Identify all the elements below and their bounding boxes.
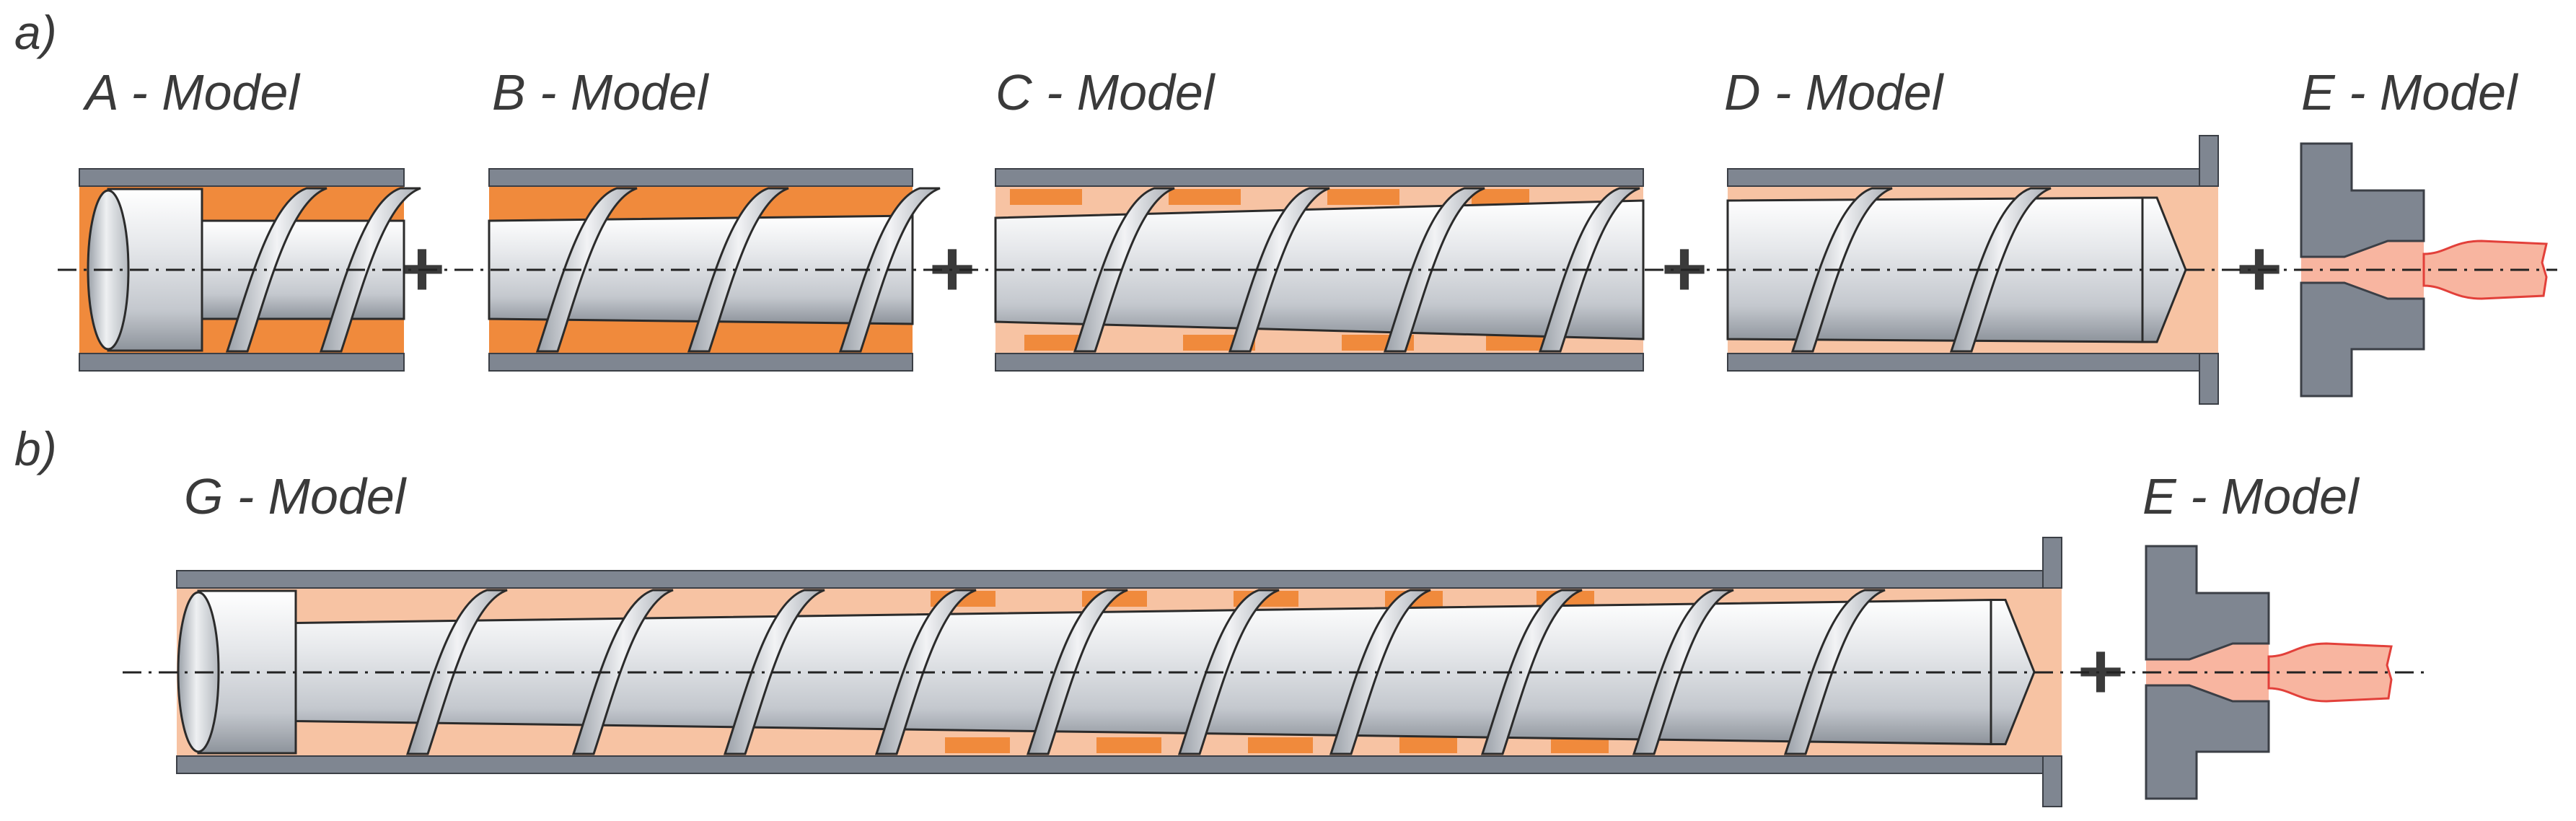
segment-c-compression-zone [994, 168, 1645, 372]
die-plate-top [2300, 142, 2425, 258]
model-title-c: C - Model [995, 64, 1216, 120]
screw-flight [1073, 187, 1175, 353]
barrel-wall-top [488, 168, 913, 187]
solid-bed-block [945, 737, 1010, 753]
screw-flight [319, 187, 421, 353]
die-plate-bottom [2300, 281, 2425, 398]
screw-flight [838, 187, 941, 353]
barrel-wall-bottom [1727, 353, 2219, 372]
model-title-b: B - Model [492, 64, 710, 120]
screw-flight [1783, 589, 1886, 755]
barrel-flange-bottom [2042, 755, 2062, 807]
barrel-wall-bottom [79, 353, 405, 372]
screw-flight [874, 589, 977, 755]
die-plate-bottom [2145, 684, 2270, 800]
screw-flight [1480, 589, 1583, 755]
screw-flight [225, 187, 328, 353]
solid-bed-block [1010, 189, 1082, 205]
solid-bed-block [1486, 335, 1544, 351]
barrel-wall-bottom [995, 353, 1644, 372]
screw-flight [1790, 187, 1893, 353]
barrel-flange-top [2042, 537, 2062, 589]
model-title-d: D - Model [1724, 64, 1945, 120]
solid-bed-block [1327, 189, 1399, 205]
screw-flight [1383, 187, 1485, 353]
barrel-wall-top [176, 570, 2062, 589]
screw-flight [571, 589, 674, 755]
screw-root [994, 199, 1645, 341]
screw-flight [723, 589, 825, 755]
solid-bed-block [1096, 737, 1161, 753]
panel-label-b: b) [14, 422, 57, 475]
screw-flight [1228, 187, 1330, 353]
screw-flight [1177, 589, 1280, 755]
segment-e-die-row-a [2300, 142, 2548, 398]
screw-flight [405, 589, 508, 755]
barrel-wall-top [995, 168, 1644, 187]
panel-label-a: a) [14, 6, 57, 59]
screw-flight [1538, 187, 1640, 353]
solid-bed-block [1169, 189, 1241, 205]
centerline-axes [58, 268, 2557, 674]
barrel-wall-top [1727, 168, 2219, 187]
solid-bed-block [1472, 189, 1529, 205]
model-title-e-row-a: E - Model [2301, 64, 2519, 120]
barrel-wall-bottom [488, 353, 913, 372]
barrel-wall-bottom [176, 755, 2062, 774]
screw-flight [1026, 589, 1128, 755]
barrel-flange-top [2199, 135, 2219, 187]
model-title-e-row-b: E - Model [2142, 468, 2360, 524]
barrel-wall-top [79, 168, 405, 187]
screw-flight [687, 187, 789, 353]
die-plate-top [2145, 545, 2270, 661]
solid-bed-block [1248, 737, 1313, 753]
model-title-g: G - Model [184, 468, 408, 524]
model-title-a: A - Model [82, 64, 301, 120]
screw-flight [1949, 187, 2052, 353]
solid-bed-block [1399, 737, 1457, 753]
screw-flight [1632, 589, 1734, 755]
solid-bed-block [1551, 737, 1609, 753]
screw-flight [535, 187, 638, 353]
segment-b-feed-zone [488, 168, 941, 372]
screw-flight [1329, 589, 1431, 755]
barrel-flange-bottom [2199, 353, 2219, 405]
